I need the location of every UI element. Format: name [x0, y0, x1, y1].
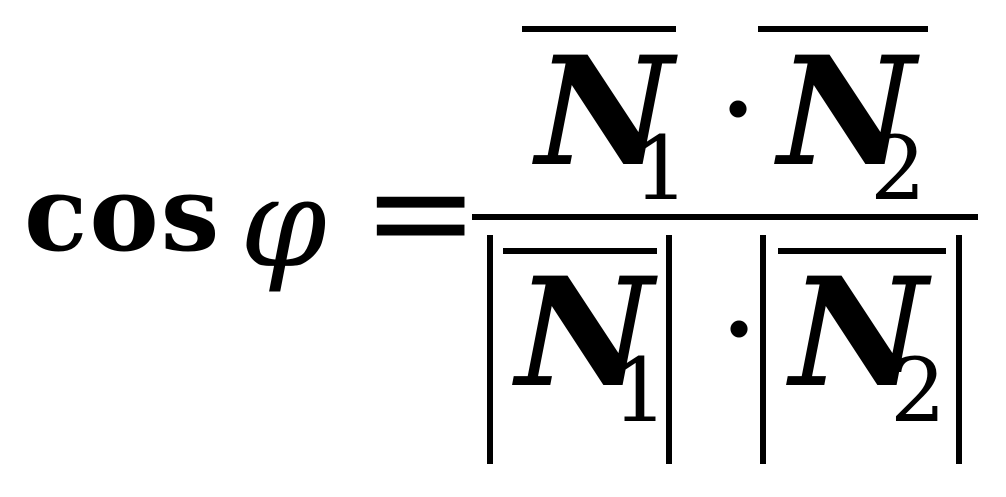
denominator-vector-bar-2 [778, 248, 946, 254]
denominator-abs-left-1 [487, 235, 493, 464]
fraction-bar [472, 214, 978, 220]
numerator-vector-n2: N [778, 24, 916, 200]
denominator-abs-right-1 [666, 235, 672, 464]
denominator-vector-n2: N [790, 245, 928, 421]
denominator-dot-operator: · [723, 275, 756, 383]
phi-variable: φ [240, 152, 327, 296]
equals-sign: = [362, 131, 480, 294]
numerator-vector-n1: N [536, 24, 674, 200]
denominator-subscript-2: 2 [890, 339, 946, 442]
cos-function: cos [24, 152, 222, 275]
denominator-subscript-1: 1 [612, 339, 668, 442]
denominator-vector-n1: N [516, 245, 654, 421]
numerator-subscript-1: 1 [633, 117, 689, 220]
numerator-subscript-2: 2 [870, 117, 926, 220]
numerator-vector-bar-1 [522, 26, 676, 32]
denominator-vector-bar-1 [503, 248, 657, 254]
denominator-abs-right-2 [956, 235, 962, 464]
numerator-dot-operator: · [722, 55, 755, 163]
denominator-abs-left-2 [760, 235, 766, 464]
numerator-vector-bar-2 [758, 26, 928, 32]
